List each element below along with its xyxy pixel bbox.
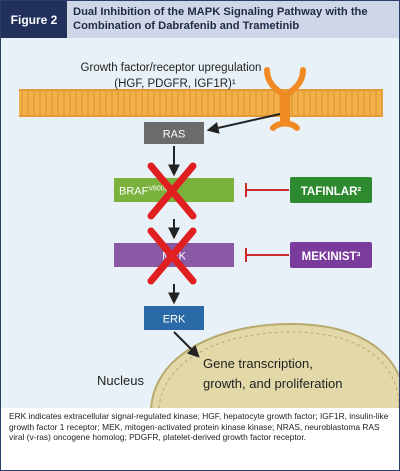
pathway-diagram: Growth factor/receptor upregulation (HGF… — [19, 62, 400, 411]
cell-membrane — [19, 89, 383, 117]
tafinlar-inhibition: TAFINLAR² — [245, 177, 372, 203]
gene-transcription-label: Gene transcription, — [203, 356, 313, 371]
mek-block-cross-icon — [147, 227, 197, 285]
ras-node: RAS — [144, 122, 204, 144]
diagram-area: Growth factor/receptor upregulation (HGF… — [1, 38, 400, 411]
erk-to-nucleus-arrow — [173, 331, 200, 358]
mekinist-inhibition: MEKINIST³ — [245, 242, 372, 268]
braf-block-cross-icon — [147, 162, 197, 220]
figure-title: Dual Inhibition of the MAPK Signaling Pa… — [73, 6, 368, 32]
mekinist-label: MEKINIST³ — [302, 251, 361, 263]
nucleus-shape — [149, 322, 400, 411]
figure-label: Figure 2 — [1, 1, 67, 38]
growth-factor-label: Growth factor/receptor upregulation — [81, 62, 262, 74]
erk-label: ERK — [163, 314, 186, 326]
figure-caption: ERK indicates extracellular signal-regul… — [9, 411, 389, 443]
receptor-to-ras-arrow — [206, 113, 281, 134]
erk-node: ERK — [144, 306, 204, 330]
receptor-icon — [264, 67, 306, 131]
growth-factor-examples: (HGF, PDGFR, IGF1R)¹ — [114, 78, 236, 90]
growth-proliferation-label: growth, and proliferation — [203, 376, 342, 391]
ras-label: RAS — [163, 129, 186, 141]
figure-header: Figure 2 Dual Inhibition of the MAPK Sig… — [1, 1, 399, 38]
tafinlar-label: TAFINLAR² — [301, 186, 362, 198]
nucleus-label: Nucleus — [97, 373, 144, 388]
braf-label: BRAFV600E/K — [119, 186, 176, 198]
